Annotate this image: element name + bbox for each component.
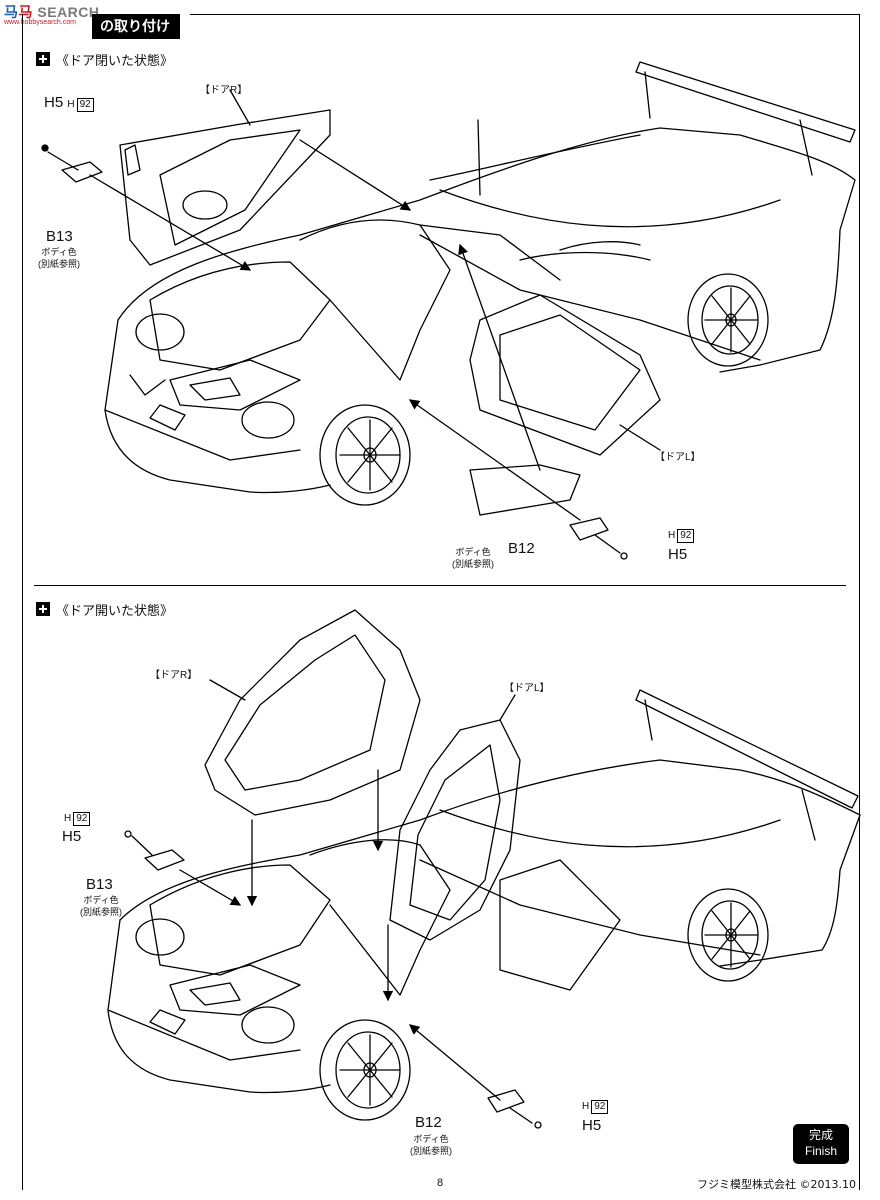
section-title-closed: 《ドア閉いた状態》	[56, 54, 174, 69]
b12-note-line2: (別紙参照)	[452, 559, 494, 569]
label-h92-box: 92	[677, 529, 695, 543]
label-h92-box: 92	[76, 98, 94, 112]
label-h-text: H	[582, 1101, 590, 1112]
page-frame	[22, 14, 860, 1190]
b12-note-line1: ボディ色	[413, 1134, 449, 1144]
page-number: 8	[437, 1177, 444, 1189]
step-title: の取り付け	[92, 14, 180, 39]
label-h92-box: 92	[73, 812, 91, 826]
label-b12-bottom: B12	[415, 1114, 442, 1131]
label-door-l-bottom: 【ドアL】	[504, 683, 550, 694]
label-b13-bottom: B13	[86, 876, 113, 893]
label-h-text: H	[64, 813, 72, 824]
watermark-part-1: 马	[4, 4, 19, 20]
watermark-part-3: SEARCH	[37, 4, 100, 20]
label-b13-note-top: ボディ色 (別紙参照)	[38, 246, 80, 270]
watermark-logo: 马马 SEARCH	[4, 2, 100, 22]
car-bottom-illustration	[107, 609, 861, 1129]
finish-en: Finish	[804, 1144, 837, 1158]
watermark-url: www.hobbysearch.com	[4, 19, 76, 26]
b13-note-line2: (別紙参照)	[80, 907, 122, 917]
car-top-illustration	[41, 61, 856, 560]
label-h5-text: H5	[44, 94, 64, 111]
label-door-r-bottom: 【ドアR】	[150, 670, 198, 681]
label-h5-top-bottom: H5	[62, 828, 82, 845]
section-title-open: 《ドア開いた状態》	[56, 604, 174, 619]
label-h5-bottom-bottom: H5	[582, 1117, 602, 1134]
label-b13-top: B13	[46, 228, 73, 245]
b13-note-line1: ボディ色	[83, 895, 119, 905]
section-icon-1	[36, 52, 50, 66]
finish-badge: 完成 Finish	[793, 1124, 849, 1164]
footer-company: フジミ模型株式会社 ©2013.10	[697, 1178, 856, 1191]
finish-jp: 完成	[808, 1128, 833, 1142]
label-b12-note-top: ボディ色 (別紙参照)	[452, 546, 494, 570]
b12-note-line1: ボディ色	[455, 547, 491, 557]
label-b13-note-bottom: ボディ色 (別紙参照)	[80, 894, 122, 918]
label-door-r-top: 【ドアR】	[200, 85, 248, 96]
page-frame-top	[190, 14, 860, 15]
section-icon-2	[36, 602, 50, 616]
label-h5-bottom-top: H5	[668, 546, 688, 563]
label-b12-note-bottom: ボディ色 (別紙参照)	[410, 1133, 452, 1157]
label-h-text: H	[67, 99, 75, 110]
label-h92-box: 92	[591, 1100, 609, 1114]
label-door-l-top: 【ドアL】	[655, 452, 701, 463]
label-b12-top: B12	[508, 540, 535, 557]
b13-note-line2: (別紙参照)	[38, 259, 80, 269]
section-divider	[34, 585, 846, 586]
b13-note-line1: ボディ色	[41, 247, 77, 257]
b12-note-line2: (別紙参照)	[410, 1146, 452, 1156]
label-h-text: H	[668, 530, 676, 541]
